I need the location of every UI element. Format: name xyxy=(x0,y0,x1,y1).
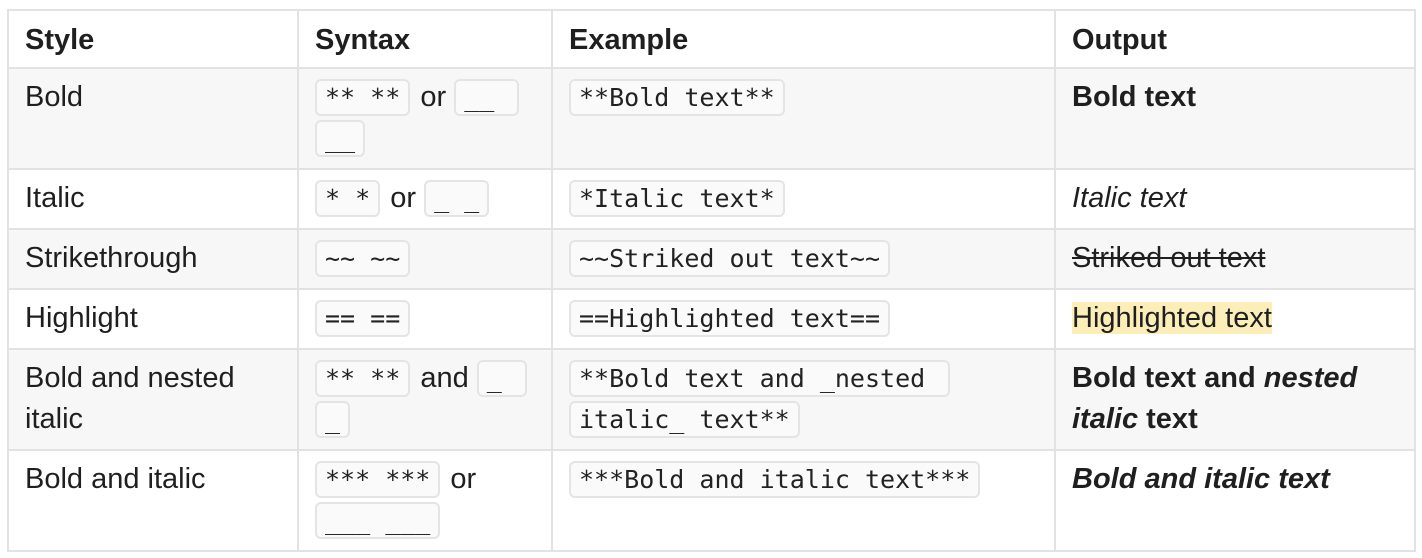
syntax-code: * * xyxy=(315,180,381,217)
syntax-code-alt: _ _ xyxy=(424,180,490,217)
example-cell: **Bold text and _nested italic_ text** xyxy=(551,348,1056,451)
example-cell: ***Bold and italic text*** xyxy=(551,449,1056,552)
output-text: Italic text xyxy=(1072,182,1187,214)
syntax-cell: ** ** and _ _ xyxy=(297,348,553,451)
syntax-cell: ** ** or __ __ xyxy=(297,67,553,170)
syntax-code: ** ** xyxy=(315,360,411,397)
table-row-bold: Bold ** ** or __ __ **Bold text** Bold t… xyxy=(7,67,1416,170)
table-row-bold-nested-italic: Bold and nested italic ** ** and _ _ **B… xyxy=(7,348,1416,451)
example-code: *Italic text* xyxy=(569,180,785,217)
syntax-connector: or xyxy=(450,463,477,495)
output-text-post: text xyxy=(1138,403,1198,435)
syntax-code: ~~ ~~ xyxy=(315,240,411,277)
header-row: Style Syntax Example Output xyxy=(7,9,1416,69)
syntax-connector: or xyxy=(390,182,417,214)
header-style: Style xyxy=(7,9,299,69)
example-code: **Bold text** xyxy=(569,79,785,116)
example-code: ==Highlighted text== xyxy=(569,300,891,337)
output-text: Bold text xyxy=(1072,81,1197,113)
syntax-code: *** *** xyxy=(315,461,441,498)
example-cell: ~~Striked out text~~ xyxy=(551,228,1056,290)
output-text: Bold and italic text xyxy=(1072,463,1330,495)
table-row-strikethrough: Strikethrough ~~ ~~ ~~Striked out text~~… xyxy=(7,228,1416,290)
example-code: ***Bold and italic text*** xyxy=(569,461,981,498)
header-output: Output xyxy=(1054,9,1416,69)
style-cell: Bold xyxy=(7,67,299,170)
style-cell: Italic xyxy=(7,168,299,230)
syntax-cell: ~~ ~~ xyxy=(297,228,553,290)
formatting-table: Style Syntax Example Output Bold ** ** o… xyxy=(7,9,1416,552)
table-row-italic: Italic * * or _ _ *Italic text* Italic t… xyxy=(7,168,1416,230)
style-cell: Bold and italic xyxy=(7,449,299,552)
example-cell: **Bold text** xyxy=(551,67,1056,170)
output-text: Striked out text xyxy=(1072,242,1266,274)
output-text: Bold text and nested italic text xyxy=(1072,362,1357,435)
example-code: ~~Striked out text~~ xyxy=(569,240,891,277)
table-row-bold-italic: Bold and italic *** *** or ___ ___ ***Bo… xyxy=(7,449,1416,552)
table-row-highlight: Highlight == == ==Highlighted text== Hig… xyxy=(7,288,1416,350)
output-text: Highlighted text xyxy=(1072,302,1272,334)
syntax-code-alt: ___ ___ xyxy=(315,502,441,539)
style-cell: Highlight xyxy=(7,288,299,350)
output-cell: Striked out text xyxy=(1054,228,1416,290)
example-code: **Bold text and _nested italic_ text** xyxy=(569,360,951,438)
syntax-code: ** ** xyxy=(315,79,411,116)
syntax-cell: == == xyxy=(297,288,553,350)
syntax-cell: *** *** or ___ ___ xyxy=(297,449,553,552)
header-syntax: Syntax xyxy=(297,9,553,69)
example-cell: ==Highlighted text== xyxy=(551,288,1056,350)
output-text-pre: Bold text and xyxy=(1072,362,1264,394)
style-cell: Strikethrough xyxy=(7,228,299,290)
syntax-connector: or xyxy=(420,81,447,113)
output-cell: Italic text xyxy=(1054,168,1416,230)
output-cell: Highlighted text xyxy=(1054,288,1416,350)
output-cell: Bold text xyxy=(1054,67,1416,170)
syntax-connector: and xyxy=(420,362,469,394)
syntax-cell: * * or _ _ xyxy=(297,168,553,230)
header-example: Example xyxy=(551,9,1056,69)
output-cell: Bold text and nested italic text xyxy=(1054,348,1416,451)
output-text-italic: nested italic xyxy=(1072,362,1358,435)
syntax-code: == == xyxy=(315,300,411,337)
example-cell: *Italic text* xyxy=(551,168,1056,230)
output-cell: Bold and italic text xyxy=(1054,449,1416,552)
style-cell: Bold and nested italic xyxy=(7,348,299,451)
